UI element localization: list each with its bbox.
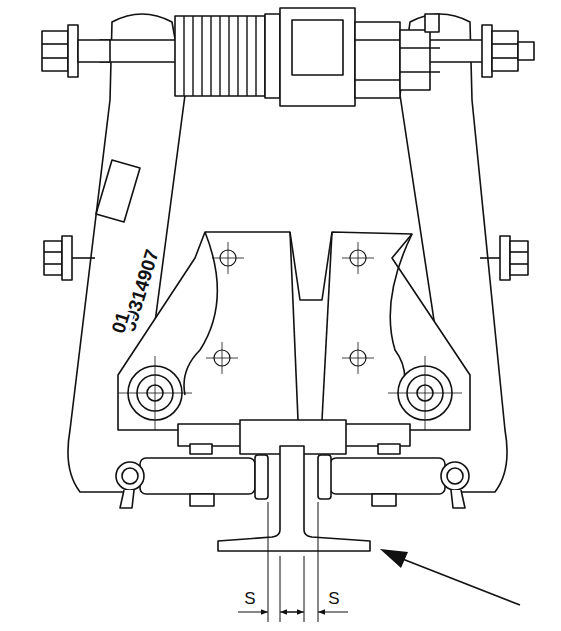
dimension-label: S [326,589,341,608]
guide-rail [218,446,370,551]
brake-pad [190,494,214,506]
spring-coil [219,16,220,96]
mounting-hole [206,242,374,374]
brake-pad [372,494,396,506]
gap-dimension [284,612,304,613]
side-pin [510,251,528,253]
brake-pad [330,458,445,494]
top-nut [492,31,518,71]
base-plate [184,232,217,395]
side-pin [62,236,72,280]
magnet-housing [425,14,439,32]
pad-carrier [378,444,400,454]
roller [451,490,465,508]
magnet-housing [400,47,440,49]
gap-dimension [268,502,269,622]
spring-coil [246,16,247,96]
pointer-arrow [380,549,408,568]
side-pin [44,241,62,275]
spring-coil [183,16,184,96]
spring-coil [192,16,193,96]
side-pin [510,263,528,265]
spring-coil [255,16,256,96]
gap-dimension [318,502,319,622]
side-pin [510,241,528,275]
magnet-housing [280,8,355,106]
left-arm [96,160,140,222]
pointer-arrow [380,549,520,605]
magnet-housing [355,79,400,81]
brake-pad [255,455,268,499]
base-plate [118,232,470,430]
dimension-label: S [242,589,257,608]
base-plate [322,232,332,420]
left-arm [68,100,125,492]
top-nut [42,43,68,45]
spring-coil [201,16,202,96]
roller [120,490,134,508]
top-nut [492,43,518,45]
gap-dimension [238,502,348,622]
base-plate [290,232,298,420]
spring-pack [265,14,280,98]
right-arm [455,100,507,492]
side-pin [44,251,62,253]
roller [122,468,138,484]
brake-pad [318,455,331,499]
spring-pack [184,16,256,96]
top-nut [518,42,534,60]
roller [447,468,463,484]
top-nut [482,25,492,77]
top-nut [68,25,78,77]
top-nut [78,40,110,62]
gap-dimension [318,612,348,613]
pivot-bolt [118,356,462,430]
side-pin [72,257,95,259]
roller [441,462,469,490]
spring-pack [175,14,280,98]
magnet-housing [400,71,440,73]
top-nut [42,57,68,59]
magnet-housing [400,30,430,90]
pivot-bolt [118,356,462,430]
top-nut [42,31,68,71]
brake-pad [140,458,255,494]
magnet-housing [355,22,400,98]
top-nut [492,57,518,59]
side-pin [500,236,510,280]
base-plate [118,232,470,430]
pad-carrier [190,444,212,454]
magnet-housing [280,8,440,106]
spring-coil [228,16,229,96]
guide-rail [218,446,370,551]
spring-pack [175,16,265,96]
roller [116,462,144,490]
magnet-housing [355,39,400,41]
magnet-housing [292,20,343,75]
pointer-arrow [400,558,520,605]
spring-coil [237,16,238,96]
spring-coil [210,16,211,96]
side-pin [44,263,62,265]
gap-dimension [238,612,268,613]
mounting-hole [206,242,374,374]
side-pin [480,257,500,259]
